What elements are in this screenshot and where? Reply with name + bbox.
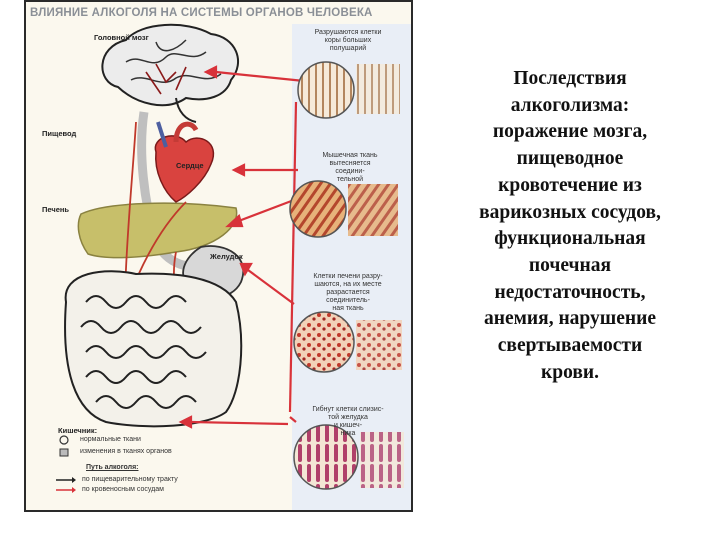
legend-digestive-path: по пищеварительному тракту [82, 476, 178, 483]
caption-line: почечная [528, 254, 612, 276]
liver-drawing [77, 202, 238, 259]
label-stomach: Желудок [210, 252, 243, 261]
effect-arrows [178, 65, 315, 429]
alcohol-effects-poster: ВЛИЯНИЕ АЛКОГОЛЯ НА СИСТЕМЫ ОРГАНОВ ЧЕЛО… [24, 0, 413, 512]
caption-line: кровотечение из [498, 174, 642, 196]
poster-title: ВЛИЯНИЕ АЛКОГОЛЯ НА СИСТЕМЫ ОРГАНОВ ЧЕЛО… [30, 7, 373, 19]
caption-line: функциональная [494, 228, 646, 250]
consequences-caption: Последствия алкоголизма: поражение мозга… [436, 66, 704, 386]
legend-changed-tissue: изменения в тканях органов [80, 448, 172, 455]
liver-tissue-circle [293, 311, 355, 373]
caption-line: анемия, нарушение [483, 308, 657, 330]
note-stomach: Гибнут клетки слизис- той желудка и кише… [312, 406, 384, 437]
intestine-drawing [64, 270, 243, 428]
heart-tissue-circle [289, 180, 347, 238]
brain-drawing [101, 23, 240, 123]
heart-drawing [154, 121, 215, 203]
label-heart: Сердце [176, 161, 204, 170]
label-esophagus: Пищевод [42, 129, 77, 138]
caption-line: свертываемости [497, 335, 643, 357]
label-liver: Печень [42, 205, 70, 214]
anatomy-illustration [56, 23, 404, 493]
caption-line: алкоголизма: [510, 94, 630, 116]
caption-line: пищеводное [516, 148, 624, 170]
caption-line: варикозных сосудов, [479, 201, 661, 223]
label-intestine: Кишечник: [58, 426, 98, 435]
brain-tissue-circle [297, 61, 355, 119]
note-brain: Разрушаются клетки коры больших полушари… [314, 29, 382, 52]
caption-line: недостаточность, [494, 281, 646, 303]
note-heart: Мышечная ткань вытесняется соедини- тель… [322, 152, 378, 183]
caption-line: крови. [541, 361, 599, 383]
legend-path-title: Путь алкоголя: [86, 464, 139, 471]
legend-blood-path: по кровеносным сосудам [82, 486, 164, 493]
note-liver: Клетки печени разру- шаются, на их месте… [313, 273, 383, 312]
stomach-tissue-circle [293, 424, 359, 490]
label-brain: Головной мозг [94, 33, 149, 42]
legend-normal-tissue: нормальные ткани [80, 436, 141, 443]
caption-line: поражение мозга, [492, 121, 648, 143]
caption-line: Последствия [513, 68, 627, 89]
